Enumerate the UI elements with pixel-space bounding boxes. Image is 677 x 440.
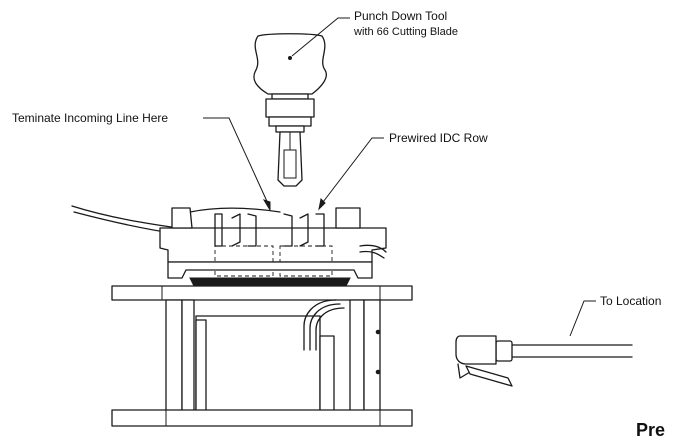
connector-block (159, 207, 387, 287)
prewired-label: Prewired IDC Row (389, 131, 488, 145)
cut-off-caption: Pre (636, 420, 665, 440)
punch-down-tool (253, 33, 327, 187)
mounting-bracket (111, 285, 413, 427)
tool-label-line1: Punch Down Tool (354, 9, 447, 23)
terminate-label: Teminate Incoming Line Here (12, 111, 168, 125)
modular-plug (455, 335, 633, 387)
to-location-label: To Location (600, 294, 661, 308)
leader-lines (203, 17, 596, 337)
tool-label-line2: with 66 Cutting Blade (353, 26, 458, 38)
callout-labels: Punch Down Tool with 66 Cutting Blade Te… (12, 9, 665, 440)
